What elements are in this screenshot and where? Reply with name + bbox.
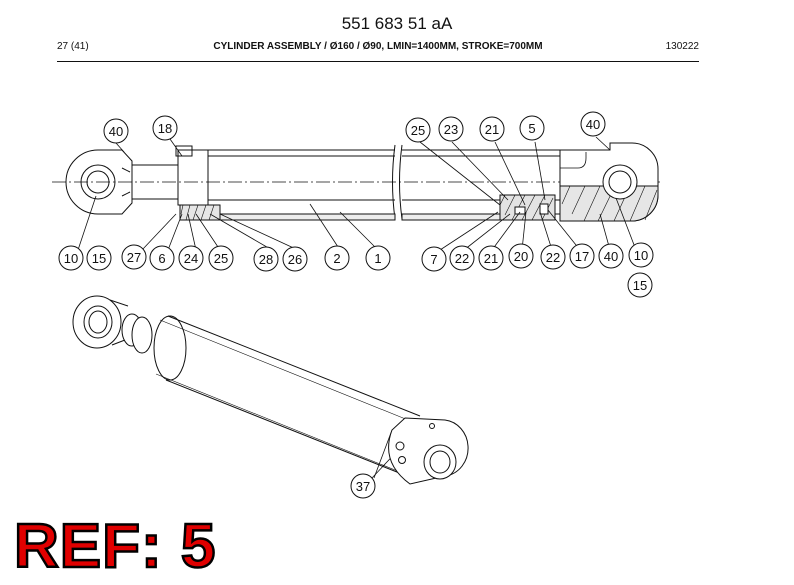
callout-15-right: 15 (627, 272, 653, 298)
callout-18: 18 (152, 115, 178, 141)
callout-23: 23 (438, 116, 464, 142)
callout-25-top: 25 (405, 117, 431, 143)
svg-text:20: 20 (514, 249, 528, 264)
leader-lines (77, 136, 637, 479)
svg-text:18: 18 (158, 121, 172, 136)
callout-24: 24 (178, 245, 204, 271)
svg-text:25: 25 (411, 123, 425, 138)
svg-text:21: 21 (485, 122, 499, 137)
callout-7: 7 (421, 246, 447, 272)
callout-37: 37 (350, 473, 376, 499)
callout-40-top-right: 40 (580, 111, 606, 137)
callout-26: 26 (282, 246, 308, 272)
svg-text:15: 15 (92, 251, 106, 266)
header-rule (57, 61, 699, 62)
svg-text:5: 5 (528, 121, 535, 136)
svg-text:6: 6 (158, 251, 165, 266)
svg-text:23: 23 (444, 122, 458, 137)
callout-2: 2 (324, 245, 350, 271)
document-date: 130222 (665, 41, 699, 52)
reference-label: REF: 5 (13, 512, 217, 581)
svg-text:22: 22 (546, 250, 560, 265)
section-view (52, 142, 660, 222)
svg-text:2: 2 (333, 251, 340, 266)
callout-15-left: 15 (86, 245, 112, 271)
page-count: 27 (41) (57, 41, 89, 52)
svg-text:40: 40 (586, 117, 600, 132)
svg-text:10: 10 (64, 251, 78, 266)
svg-text:28: 28 (259, 252, 273, 267)
svg-text:22: 22 (455, 251, 469, 266)
isometric-view (72, 295, 469, 485)
callout-17: 17 (569, 243, 595, 269)
callout-balloons: 40 18 25 23 21 5 40 10 15 27 6 24 25 28 … (58, 111, 654, 499)
callout-10-right: 10 (628, 242, 654, 268)
callout-5: 5 (519, 115, 545, 141)
callout-1: 1 (365, 245, 391, 271)
callout-25-bottom: 25 (208, 245, 234, 271)
svg-text:1: 1 (374, 251, 381, 266)
svg-text:40: 40 (604, 249, 618, 264)
svg-text:15: 15 (633, 278, 647, 293)
svg-text:27: 27 (127, 250, 141, 265)
svg-text:40: 40 (109, 124, 123, 139)
callout-20: 20 (508, 243, 534, 269)
callout-27: 27 (121, 244, 147, 270)
document-number: 551 683 51 aA (341, 14, 453, 33)
callout-21-top: 21 (479, 116, 505, 142)
svg-text:7: 7 (430, 252, 437, 267)
sheet-title: CYLINDER ASSEMBLY / Ø160 / Ø90, LMIN=140… (213, 41, 543, 52)
svg-text:21: 21 (484, 251, 498, 266)
callout-28: 28 (253, 246, 279, 272)
callout-21-bottom: 21 (478, 245, 504, 271)
svg-text:25: 25 (214, 251, 228, 266)
callout-6: 6 (149, 245, 175, 271)
callout-22-left: 22 (449, 245, 475, 271)
callout-40-bottom: 40 (598, 243, 624, 269)
callout-40-top-left: 40 (103, 118, 129, 144)
svg-text:24: 24 (184, 251, 198, 266)
callout-10-left: 10 (58, 245, 84, 271)
svg-text:26: 26 (288, 252, 302, 267)
svg-text:37: 37 (356, 479, 370, 494)
callout-22-right: 22 (540, 244, 566, 270)
svg-text:10: 10 (634, 248, 648, 263)
header-row: 27 (41) CYLINDER ASSEMBLY / Ø160 / Ø90, … (57, 41, 699, 55)
svg-text:17: 17 (575, 249, 589, 264)
